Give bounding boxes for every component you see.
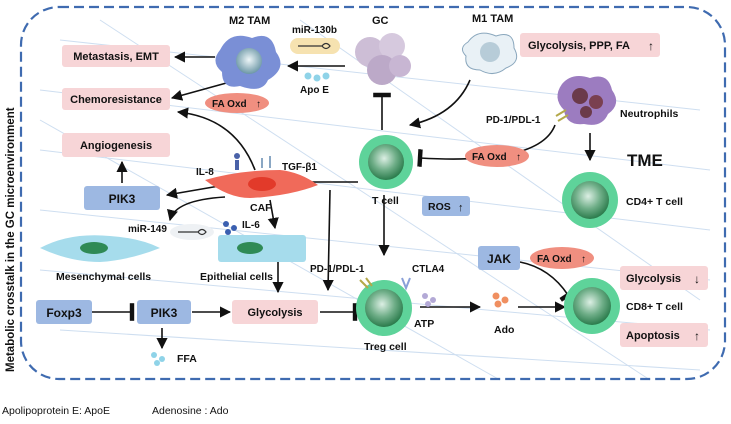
- glycolysis-mid-label: Glycolysis: [247, 307, 302, 319]
- up-arrow-icon: ↑: [581, 254, 586, 265]
- m1-tam-cell: [462, 32, 518, 74]
- fa-oxd-label: FA Oxd: [472, 152, 507, 163]
- m1-glycolysis-box: Glycolysis, PPP, FA ↑: [520, 33, 660, 57]
- fa-oxd-tcell: FA Oxd ↑: [465, 145, 529, 167]
- neutrophil-cell: [557, 76, 617, 125]
- pik3-bottom-label: PIK3: [151, 306, 178, 320]
- ffa-dots: [151, 352, 165, 366]
- cd8-label: CD8+ T cell: [626, 301, 683, 313]
- side-title: Metabolic crosstalk in the GC microenvir…: [5, 107, 17, 372]
- ffa-label: FFA: [177, 353, 197, 365]
- foxp3-box: Foxp3: [36, 300, 92, 324]
- chemoresistance-box: Chemoresistance: [62, 88, 170, 110]
- pdl1-top-label: PD-1/PDL-1: [486, 115, 541, 126]
- mir130b-label: miR-130b: [292, 25, 337, 36]
- atp-dots: [422, 293, 436, 307]
- apoe-label: Apo E: [300, 85, 329, 96]
- treg-label: Treg cell: [364, 341, 407, 353]
- tme-label: TME: [627, 151, 663, 170]
- pik3-left-label: PIK3: [109, 192, 136, 206]
- up-arrow-icon: ↑: [256, 99, 261, 110]
- fa-oxd-label: FA Oxd: [212, 99, 247, 110]
- mesenchymal-label: Mesenchymal cells: [56, 271, 151, 283]
- il8-label: IL-8: [196, 167, 214, 178]
- ado-label: Ado: [494, 324, 514, 336]
- caf-label: CAF: [250, 202, 272, 214]
- t-cell: [359, 135, 413, 189]
- tgfb1-label: TGF-β1: [282, 162, 317, 173]
- fa-oxd-label: FA Oxd: [537, 254, 572, 265]
- down-arrow-icon: ↓: [694, 272, 700, 286]
- neutrophils-label: Neutrophils: [620, 108, 678, 120]
- jak-label: JAK: [487, 252, 511, 266]
- cd8-glycolysis-label: Glycolysis: [626, 273, 681, 285]
- cd8-glycolysis-box: Glycolysis ↓: [620, 266, 708, 290]
- glycolysis-mid-box: Glycolysis: [232, 300, 318, 324]
- pik3-bottom-box: PIK3: [137, 300, 191, 324]
- up-arrow-icon: ↑: [694, 329, 700, 343]
- epithelial-cell: [218, 235, 306, 262]
- fa-oxd-m2: FA Oxd ↑: [205, 93, 269, 113]
- cd4-t-cell: [562, 172, 618, 228]
- jak-box: JAK: [478, 246, 520, 270]
- ctla4-label: CTLA4: [412, 264, 445, 275]
- angiogenesis-label: Angiogenesis: [80, 140, 152, 152]
- ros-label: ROS: [428, 201, 451, 213]
- m2-tam-label: M2 TAM: [229, 15, 270, 27]
- tgf-receptor-icon: [261, 156, 271, 168]
- ado-dots: [492, 292, 509, 308]
- legend-ado: Adenosine : Ado: [152, 405, 229, 417]
- foxp3-label: Foxp3: [46, 306, 82, 320]
- m1-glycolysis-label: Glycolysis, PPP, FA: [528, 40, 630, 52]
- il6-label: IL-6: [242, 220, 260, 231]
- atp-label: ATP: [414, 318, 434, 330]
- pdl1-treg-label: PD-1/PDL-1: [310, 264, 365, 275]
- treg-receptor-icons: [359, 277, 411, 291]
- cd4-label: CD4+ T cell: [626, 196, 683, 208]
- cd8-apoptosis-box: Apoptosis ↑: [620, 323, 708, 347]
- caf-cell: [205, 170, 318, 198]
- treg-cell: [356, 280, 412, 336]
- pik3-left-box: PIK3: [84, 186, 160, 210]
- epithelial-label: Epithelial cells: [200, 271, 273, 283]
- up-arrow-icon: ↑: [458, 202, 464, 214]
- legend-apoe: Apolipoprotein E: ApoE: [2, 405, 110, 417]
- mir149-vesicle: [170, 224, 214, 240]
- il6-dots: [223, 221, 237, 235]
- pdl1-receptor-icon: [555, 109, 569, 122]
- chemoresistance-label: Chemoresistance: [70, 94, 162, 106]
- cd8-apoptosis-label: Apoptosis: [626, 330, 680, 342]
- outer-frame: [19, 5, 727, 381]
- metastasis-label: Metastasis, EMT: [73, 51, 159, 63]
- mir149-label: miR-149: [128, 224, 167, 235]
- up-arrow-icon: ↑: [516, 152, 521, 163]
- mir130b-vesicle: [290, 38, 340, 54]
- t-cell-label: T cell: [372, 195, 399, 207]
- gc-label: GC: [372, 15, 389, 27]
- m1-tam-label: M1 TAM: [472, 13, 513, 25]
- gc-cell-cluster: [355, 33, 411, 85]
- angiogenesis-box: Angiogenesis: [62, 133, 170, 157]
- mesenchymal-cell: [40, 235, 160, 262]
- m2-tam-cell: [215, 35, 281, 89]
- apoe-dots: [304, 72, 330, 82]
- cd8-t-cell: [564, 278, 620, 334]
- ros-box: ROS ↑: [422, 196, 470, 216]
- fa-oxd-cd8: FA Oxd ↑: [530, 247, 594, 269]
- il8-receptor-icon: [234, 153, 240, 170]
- metastasis-box: Metastasis, EMT: [62, 45, 170, 67]
- up-arrow-icon: ↑: [648, 39, 654, 53]
